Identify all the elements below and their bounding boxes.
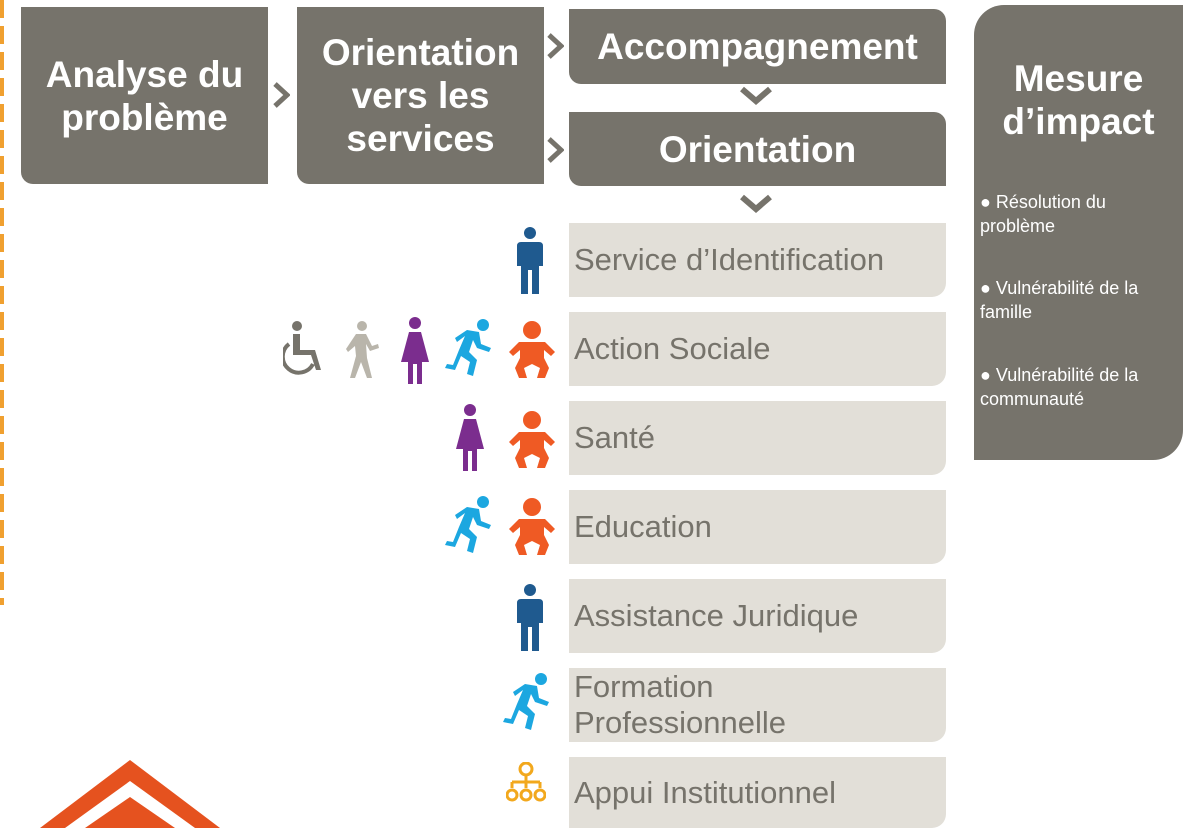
service-label: Formation Professionnelle xyxy=(574,669,786,740)
dashed-border-line xyxy=(0,0,4,605)
chevron-right-icon xyxy=(547,33,564,59)
step-analyse-label: Analyse du problème xyxy=(45,53,244,138)
service-label: Education xyxy=(574,509,712,544)
runner-icon xyxy=(445,318,495,378)
impact-item: ● Vulnérabilité de la communauté xyxy=(980,365,1139,409)
runner-icon xyxy=(503,672,553,732)
woman-icon xyxy=(455,403,485,473)
logo-chevron-icon xyxy=(40,760,220,828)
impact-title: Mesure d’impact xyxy=(1002,58,1155,142)
service-sante: Santé xyxy=(569,401,946,475)
step-orientation-box: Orientation xyxy=(569,112,946,186)
service-assistance-juridique: Assistance Juridique xyxy=(569,579,946,653)
runner-icon xyxy=(445,495,495,555)
baby-icon xyxy=(507,497,557,557)
step-orientation-label: Orientation xyxy=(658,128,857,170)
woman-icon xyxy=(400,316,430,386)
baby-icon xyxy=(507,410,557,470)
org-chart-icon xyxy=(506,762,546,802)
service-identification: Service d’Identification xyxy=(569,223,946,297)
step-analyse-box: Analyse du problème xyxy=(21,7,268,184)
step-orientation-services-label: Orientation vers les services xyxy=(321,32,520,159)
step-accompagnement-box: Accompagnement xyxy=(569,9,946,84)
service-label: Service d’Identification xyxy=(574,242,885,277)
service-label: Assistance Juridique xyxy=(574,598,859,633)
impact-panel: Mesure d’impact ● Résolution du problème… xyxy=(974,5,1183,460)
chevron-right-icon xyxy=(547,137,564,163)
man-icon xyxy=(515,226,545,296)
baby-icon xyxy=(507,320,557,380)
service-label: Santé xyxy=(574,420,656,455)
chevron-down-icon xyxy=(740,86,772,105)
service-appui: Appui Institutionnel xyxy=(569,757,946,828)
step-orientation-services-box: Orientation vers les services xyxy=(297,7,544,184)
service-formation: Formation Professionnelle xyxy=(569,668,946,742)
chevron-right-icon xyxy=(273,82,290,108)
service-label: Action Sociale xyxy=(574,331,771,366)
impact-item: ● Résolution du problème xyxy=(980,192,1106,236)
impact-item: ● Vulnérabilité de la famille xyxy=(980,278,1139,322)
chevron-down-icon xyxy=(740,194,772,213)
man-icon xyxy=(515,583,545,653)
step-accompagnement-label: Accompagnement xyxy=(597,26,918,67)
service-action-sociale: Action Sociale xyxy=(569,312,946,386)
wheelchair-icon xyxy=(283,320,333,380)
elderly-icon xyxy=(342,318,382,382)
service-label: Appui Institutionnel xyxy=(574,774,836,810)
service-education: Education xyxy=(569,490,946,564)
